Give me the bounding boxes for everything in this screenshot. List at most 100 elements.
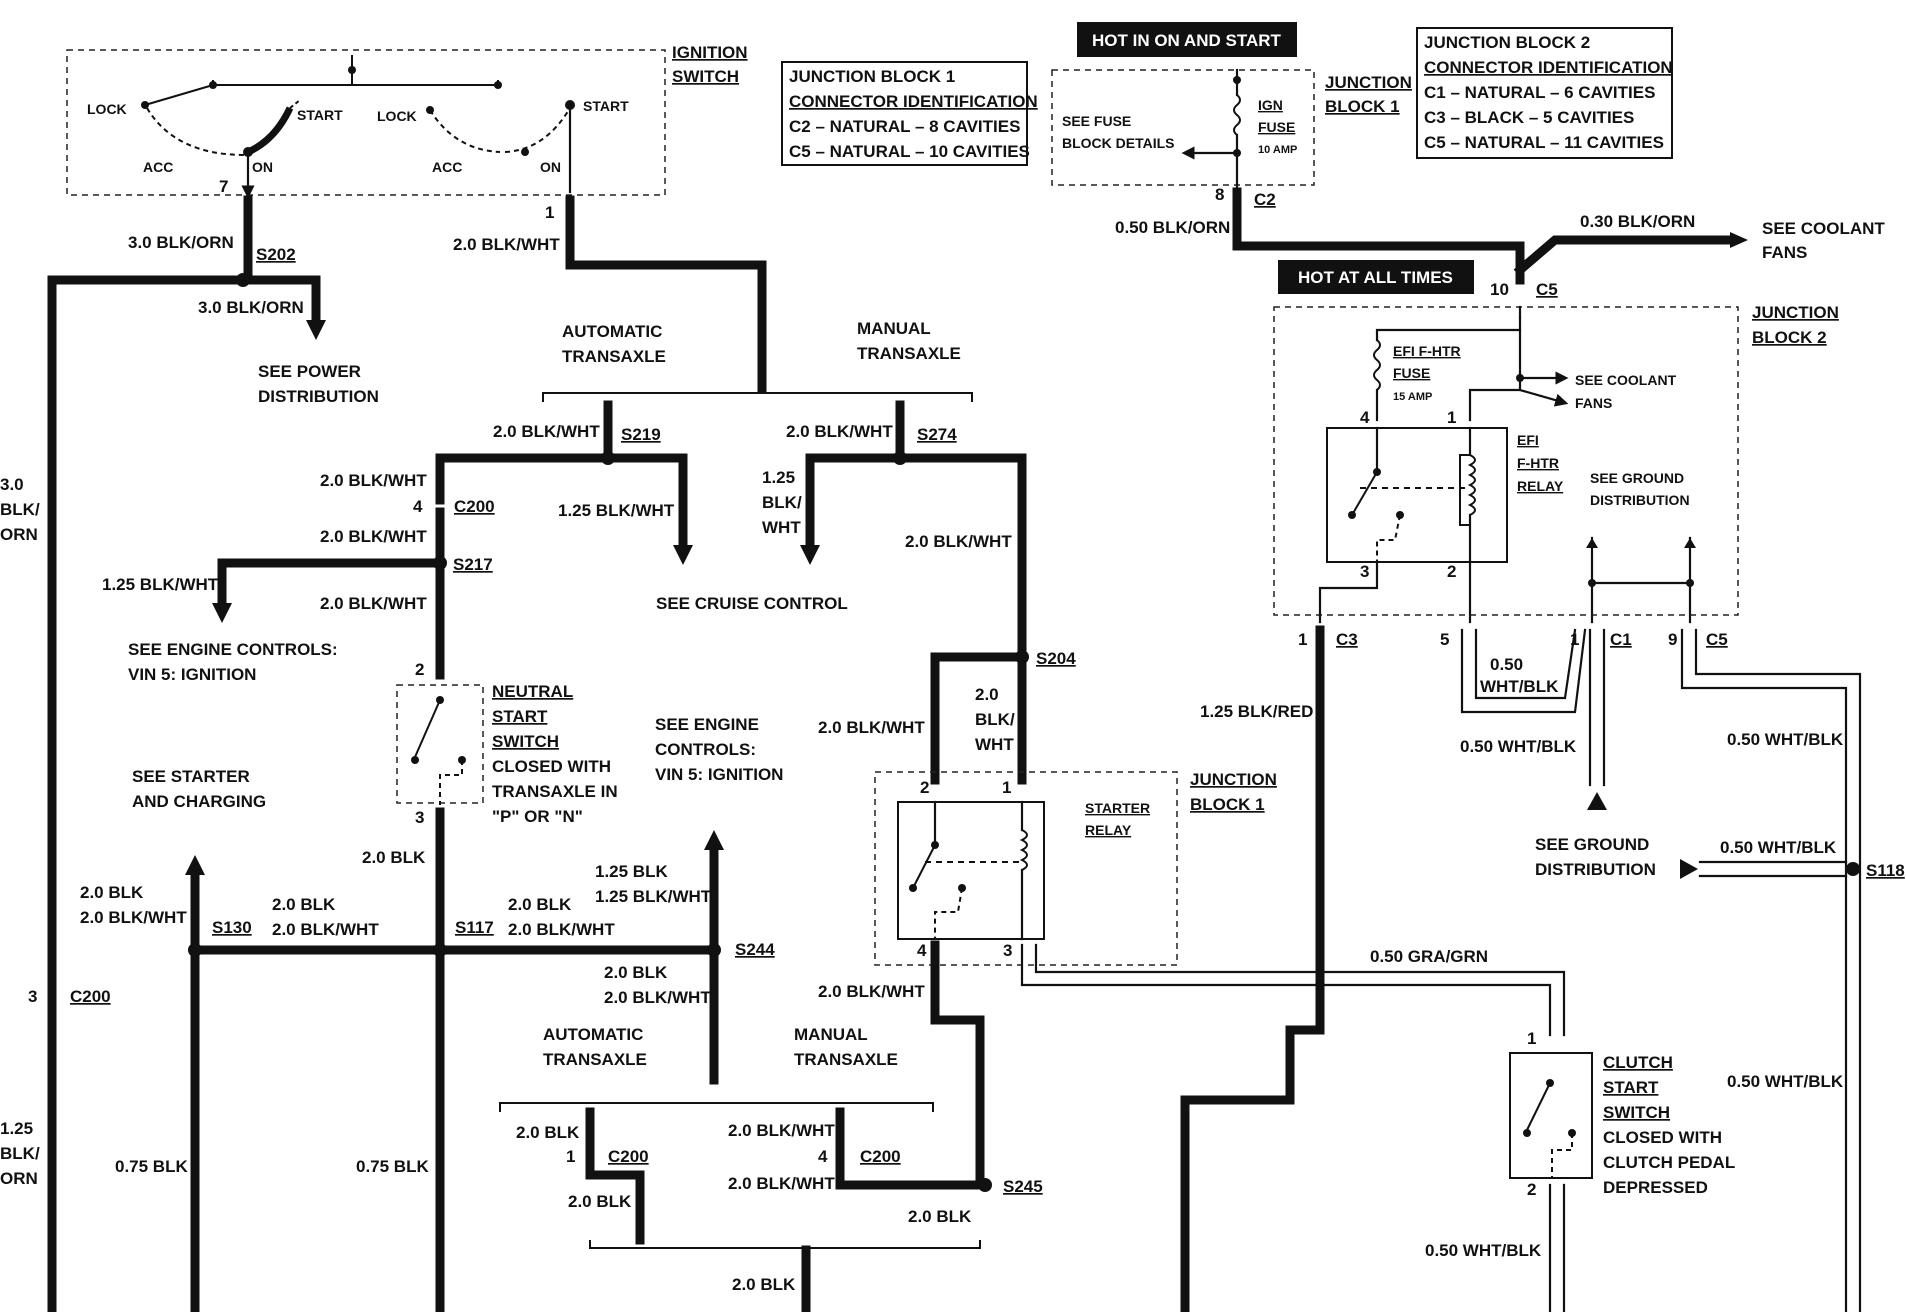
w-20-l3: WHT xyxy=(975,735,1014,754)
see-coolant-2: FANS xyxy=(1762,243,1807,262)
lower-transaxle-branch: AUTOMATIC TRANSAXLE MANUAL TRANSAXLE 2.0… xyxy=(499,1025,990,1312)
see-ground-1: SEE GROUND xyxy=(1535,835,1649,854)
w-20-blk-auto-a: 2.0 BLK xyxy=(516,1123,580,1142)
w-030-blk-orn: 0.30 BLK/ORN xyxy=(1580,212,1695,231)
c2-label: C2 xyxy=(1254,190,1276,209)
hot-in-on-start-text: HOT IN ON AND START xyxy=(1092,31,1281,50)
sr-pin-4: 4 xyxy=(917,941,927,960)
pos-lock-1: LOCK xyxy=(87,101,127,117)
see-power-2: DISTRIBUTION xyxy=(258,387,379,406)
w-20-blk-s245: 2.0 BLK xyxy=(908,1207,972,1226)
pos-acc-1: ACC xyxy=(143,159,173,175)
jb2-id-title-2: CONNECTOR IDENTIFICATION xyxy=(1424,58,1673,77)
nss-desc-2: TRANSAXLE IN xyxy=(492,782,618,801)
jb1-id-title-1: JUNCTION BLOCK 1 xyxy=(789,67,955,86)
w-20-blk-wht-man-a: 2.0 BLK/WHT xyxy=(728,1121,835,1140)
ign-fuse-jb-1: JUNCTION xyxy=(1325,73,1412,92)
w-20-l2: BLK/ xyxy=(975,710,1015,729)
jb2-see-coolant-1: SEE COOLANT xyxy=(1575,372,1677,388)
nss-name-1: NEUTRAL xyxy=(492,682,573,701)
see-engine-b-1: SEE ENGINE xyxy=(655,715,759,734)
nss-pin-3: 3 xyxy=(415,808,424,827)
css-desc-3: DEPRESSED xyxy=(1603,1178,1708,1197)
jb2-id-title-1: JUNCTION BLOCK 2 xyxy=(1424,33,1590,52)
w-20-blk-wht-mid: 2.0 BLK/WHT xyxy=(272,920,379,939)
pos-start-2: START xyxy=(583,98,629,114)
w-20-blk-wht-s245: 2.0 BLK/WHT xyxy=(818,982,925,1001)
css-name-1: CLUTCH xyxy=(1603,1053,1673,1072)
efi-relay-2: F-HTR xyxy=(1517,455,1559,471)
ign-fuse-name-2: FUSE xyxy=(1258,119,1295,135)
s274-label: S274 xyxy=(917,425,957,444)
wire-2-0-blk-wht-start: 1 2.0 BLK/WHT AUTOMATIC TRANSAXLE MANUAL… xyxy=(453,195,973,402)
junction-block-2: JUNCTION BLOCK 2 EFI F-HTR FUSE 15 AMP S… xyxy=(1273,303,1839,624)
c200-left-label: C200 xyxy=(70,987,111,1006)
s244-label: S244 xyxy=(735,940,775,959)
efi-relay-3: RELAY xyxy=(1517,478,1564,494)
junction-block-1-id-box: JUNCTION BLOCK 1 CONNECTOR IDENTIFICATIO… xyxy=(781,61,1038,166)
jb1-id-title-2: CONNECTOR IDENTIFICATION xyxy=(789,92,1038,111)
see-fuse-2: BLOCK DETAILS xyxy=(1062,135,1175,151)
w-050-wht-blk-c1: 0.50 WHT/BLK xyxy=(1460,737,1577,756)
lower-man-1: MANUAL xyxy=(794,1025,868,1044)
efi-relay-1: EFI xyxy=(1517,432,1539,448)
efi-fuse-1: EFI F-HTR xyxy=(1393,343,1461,359)
c3-label: C3 xyxy=(1336,630,1358,649)
w-20-blk-auto-b: 2.0 BLK xyxy=(568,1192,632,1211)
ign-pin-1: 1 xyxy=(545,203,554,222)
pos-lock-2: LOCK xyxy=(377,108,417,124)
c5-top-label: C5 xyxy=(1536,280,1558,299)
w-20-blk-wht-s219: 2.0 BLK/WHT xyxy=(493,422,600,441)
w-125-blk-wht-s244: 1.25 BLK/WHT xyxy=(595,887,712,906)
pos-start-1: START xyxy=(297,107,343,123)
c200-left-pin-3: 3 xyxy=(28,987,37,1006)
w-20-blk-left: 2.0 BLK xyxy=(80,883,144,902)
w-125-orn-l2: BLK/ xyxy=(0,1144,40,1163)
w-050-wht-blk-s118: 0.50 WHT/BLK xyxy=(1720,838,1837,857)
lower-auto-2: TRANSAXLE xyxy=(543,1050,647,1069)
w-30-blk-orn-branch: 3.0 BLK/ORN xyxy=(198,298,304,317)
ignition-switch-title-2: SWITCH xyxy=(672,67,739,86)
sr-pin-2: 2 xyxy=(920,778,929,797)
w-075-blk-left: 0.75 BLK xyxy=(115,1157,188,1176)
see-engine-a-2: VIN 5: IGNITION xyxy=(128,665,256,684)
css-pin-1: 1 xyxy=(1527,1029,1536,1048)
ignition-switch: LOCK START ACC ON LOCK START ACC ON IGNI… xyxy=(66,43,748,199)
w-125-blk-red: 1.25 BLK/RED xyxy=(1200,702,1313,721)
css-desc-1: CLOSED WITH xyxy=(1603,1128,1722,1147)
c1-label: C1 xyxy=(1610,630,1632,649)
hot-in-on-start-banner: HOT IN ON AND START xyxy=(1077,22,1297,57)
sr-name-2: RELAY xyxy=(1085,822,1132,838)
w-20-blk-bottom: 2.0 BLK xyxy=(732,1275,796,1294)
pin-8: 8 xyxy=(1215,185,1224,204)
w-050-wht-blk-l1: 0.50 xyxy=(1490,655,1523,674)
c200-auto-pin-1: 1 xyxy=(566,1147,575,1166)
ign-fuse-block: SEE FUSE BLOCK DETAILS IGN FUSE 10 AMP J… xyxy=(1051,68,1412,192)
w-20-blk-wht-right: 2.0 BLK/WHT xyxy=(508,920,615,939)
c200-auto-label: C200 xyxy=(608,1147,649,1166)
sr-pin-1: 1 xyxy=(1002,778,1011,797)
clutch-start-switch: 1 2 CLUTCH START SWITCH CLOSED WITH CLUT… xyxy=(1425,1029,1735,1312)
ign-pin-7: 7 xyxy=(219,177,228,196)
s219-label: S219 xyxy=(621,425,661,444)
see-power-1: SEE POWER xyxy=(258,362,361,381)
nss-name-3: SWITCH xyxy=(492,732,559,751)
w-20-blk-nss: 2.0 BLK xyxy=(362,848,426,867)
jb2-pin-3: 3 xyxy=(1360,562,1369,581)
w-20-l1: 2.0 xyxy=(975,685,999,704)
s117-label: S117 xyxy=(455,918,494,937)
jb2-pin-2: 2 xyxy=(1447,562,1456,581)
w-30-l1: 3.0 xyxy=(0,475,24,494)
w-125-blk-wht-cruise: 1.25 BLK/WHT xyxy=(558,501,675,520)
see-cruise: SEE CRUISE CONTROL xyxy=(656,594,848,613)
see-engine-b-3: VIN 5: IGNITION xyxy=(655,765,783,784)
w-125-blk: 1.25 BLK xyxy=(595,862,668,881)
see-starter-1: SEE STARTER xyxy=(132,767,250,786)
junction-block-2-id-box: JUNCTION BLOCK 2 CONNECTOR IDENTIFICATIO… xyxy=(1416,27,1673,159)
c1-pin-1: 1 xyxy=(1570,630,1579,649)
lower-man-2: TRANSAXLE xyxy=(794,1050,898,1069)
s245-label: S245 xyxy=(1003,1177,1043,1196)
w-20-blk-right: 2.0 BLK xyxy=(508,895,572,914)
starter-relay: 2 1 STARTER RELAY JUNCTION BLOCK 1 4 3 S… xyxy=(818,770,1566,1226)
wire-blk-orn-jb1-to-jb2: 8 C2 0.50 BLK/ORN 0.30 BLK/ORN SEE COOLA… xyxy=(1115,185,1885,299)
